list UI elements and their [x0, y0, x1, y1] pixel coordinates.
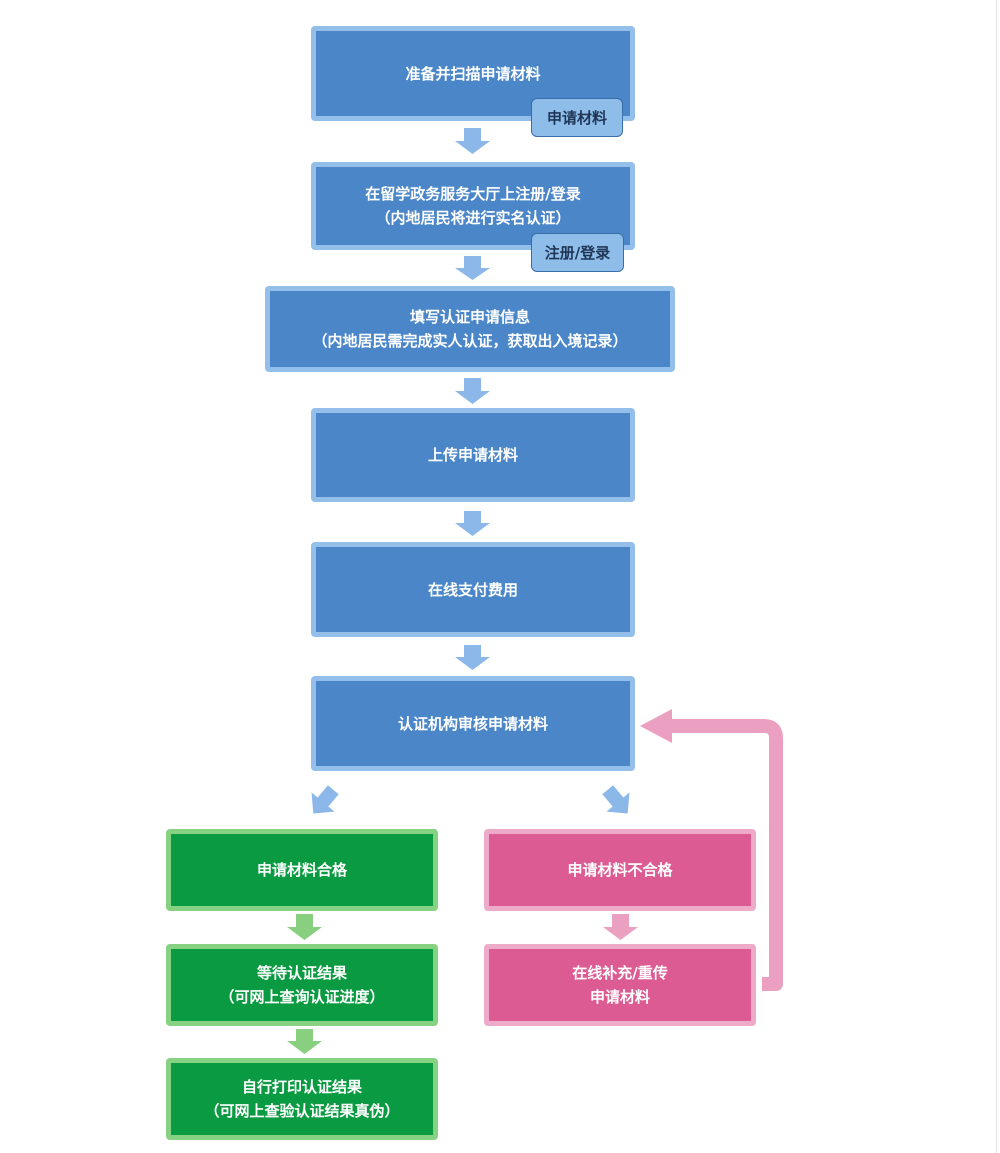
page-right-border	[996, 0, 997, 1153]
step-fill-application-info: 填写认证申请信息 （内地居民需完成实人认证，获取出入境记录）	[265, 286, 675, 372]
arrow-down-icon	[603, 914, 638, 940]
step-materials-qualified: 申请材料合格	[166, 829, 438, 911]
arrow-down-icon	[287, 1029, 322, 1054]
step-wait-result: 等待认证结果 （可网上查询认证进度）	[166, 944, 438, 1026]
tag-application-materials: 申请材料	[531, 98, 623, 137]
arrow-down-right-icon	[602, 785, 630, 814]
arrow-down-icon	[287, 914, 322, 940]
step-resubmit-materials: 在线补充/重传 申请材料	[484, 944, 756, 1026]
tag-register-login: 注册/登录	[531, 233, 624, 272]
arrow-down-icon	[455, 645, 490, 670]
arrow-down-left-icon	[311, 785, 339, 814]
arrow-down-icon	[455, 378, 490, 404]
arrow-down-icon	[455, 511, 490, 536]
step-upload-materials: 上传申请材料	[311, 408, 635, 502]
step-agency-review: 认证机构审核申请材料	[311, 676, 635, 771]
step-materials-unqualified: 申请材料不合格	[484, 829, 756, 911]
arrow-left-icon	[640, 709, 672, 743]
step-online-payment: 在线支付费用	[311, 542, 635, 637]
arrow-down-icon	[455, 128, 490, 154]
step-print-result: 自行打印认证结果 （可网上查验认证结果真伪）	[166, 1058, 438, 1140]
loop-back-connector	[670, 719, 783, 991]
arrow-down-icon	[455, 256, 490, 280]
step-register-login: 在留学政务服务大厅上注册/登录 （内地居民将进行实名认证）	[311, 162, 635, 250]
